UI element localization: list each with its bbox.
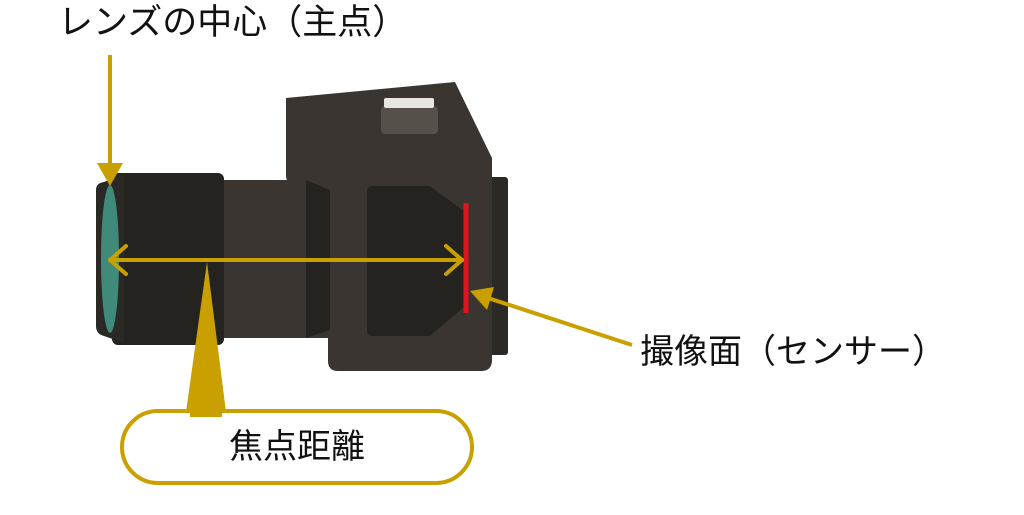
camera-illustration <box>96 82 508 371</box>
camera-rear-grip <box>488 177 508 355</box>
lens-center-label: レンズの中心（主点） <box>58 3 408 43</box>
lens-center-pointer <box>97 55 123 186</box>
focal-length-arrow <box>108 244 464 276</box>
viewfinder-top <box>381 106 438 134</box>
sensor-label: 撮像面（センサー） <box>640 332 946 372</box>
viewfinder-highlight <box>384 98 434 108</box>
focal-length-label: 焦点距離 <box>229 427 365 467</box>
sensor-pointer <box>470 287 633 347</box>
focal-length-callout <box>120 262 474 485</box>
